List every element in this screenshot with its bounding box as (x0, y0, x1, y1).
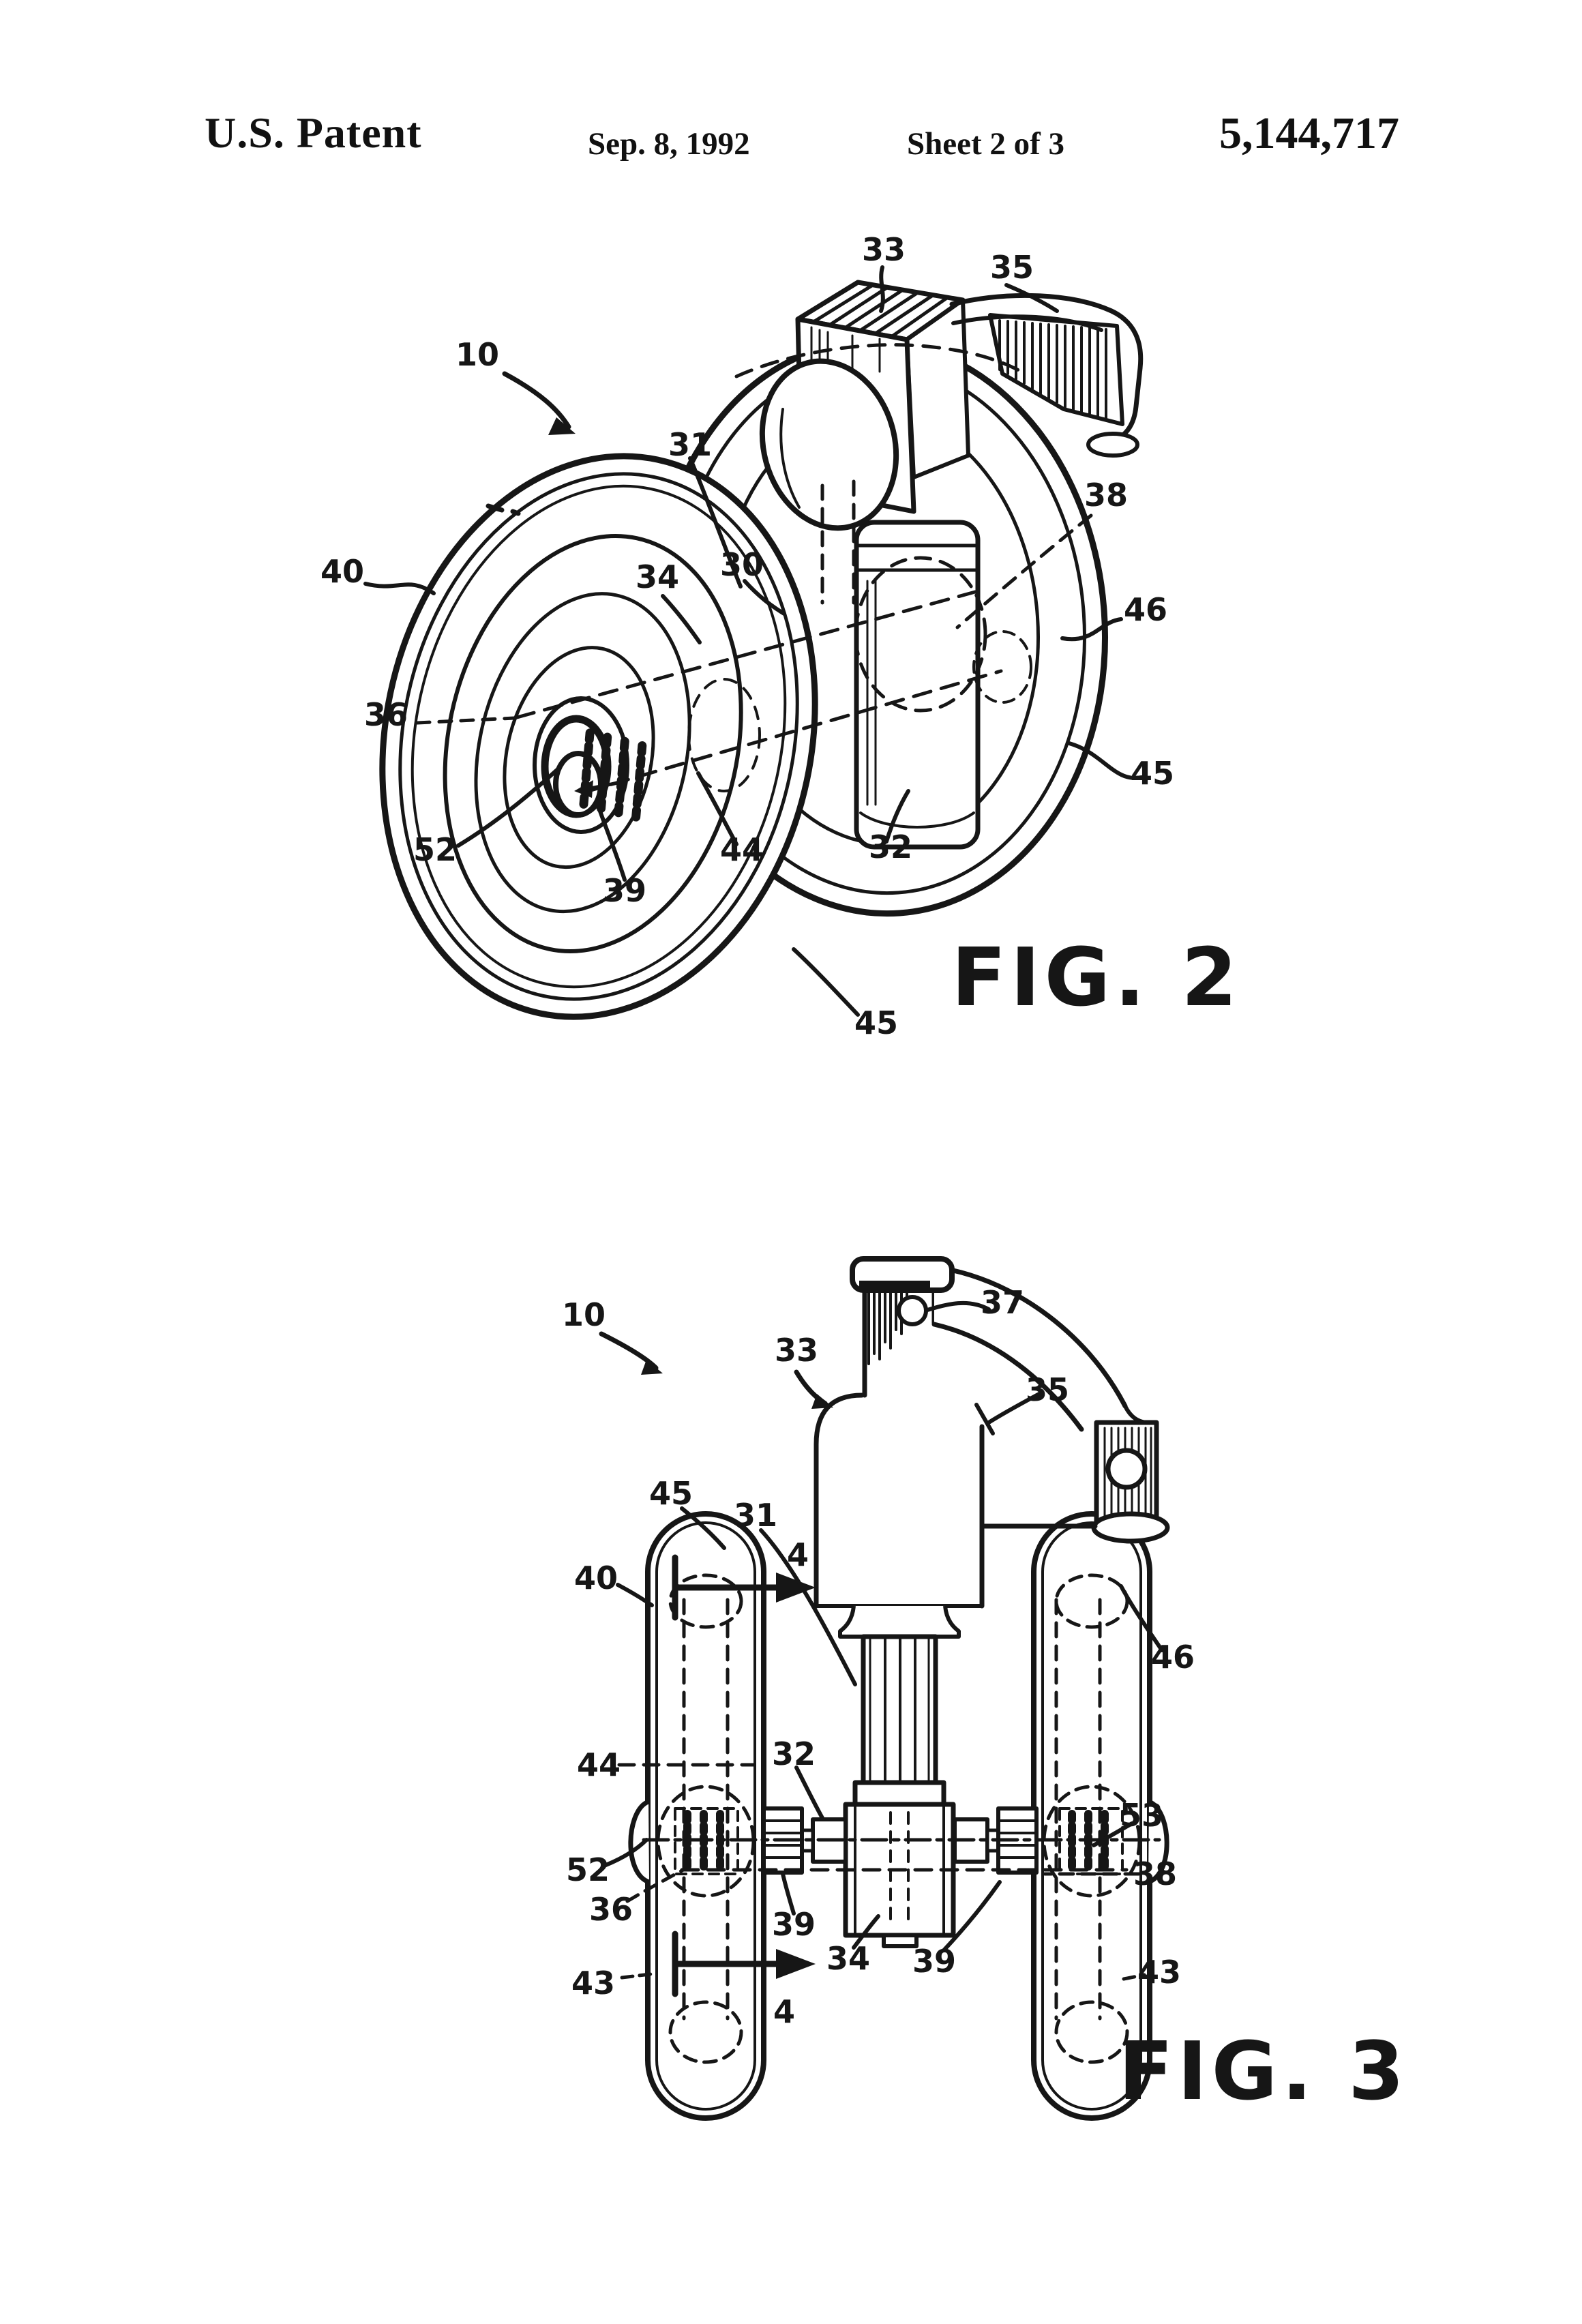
ref-numeral-34: 34 (826, 1940, 870, 1977)
ref-numeral-46: 46 (1124, 591, 1167, 628)
ref-numeral-45: 45 (854, 1004, 898, 1041)
fig3-stem-hole (897, 1295, 928, 1326)
ref-numeral-52: 52 (413, 831, 457, 868)
ref-numeral-4: 4 (773, 1993, 795, 2030)
ref-numeral-52: 52 (566, 1851, 610, 1888)
figure2-drawing: 10 33 35 31 38 40 34 30 46 36 45 52 44 32 39 45 FIG. 2 (320, 231, 1241, 1041)
ref-numeral-33: 33 (775, 1332, 818, 1369)
figure3-caption: FIG. 3 (1118, 2024, 1408, 2118)
figure2-leaders (363, 265, 1144, 1017)
patent-header-title: U.S. Patent (205, 108, 422, 157)
fig2-stem-hatch (811, 283, 950, 339)
ref-numeral-35: 35 (1026, 1371, 1069, 1408)
ref-numeral-34: 34 (636, 558, 679, 595)
ref-numeral-38: 38 (1133, 1856, 1177, 1892)
fig3-right-wheel (1031, 1511, 1169, 2121)
figure3-drawing: 10 33 37 35 45 31 40 4 46 44 32 53 52 38 36 39 34 39 43 43 4… (562, 1256, 1408, 2121)
patent-header-number: 5,144,717 (1219, 108, 1399, 158)
ref-numeral-37: 37 (981, 1284, 1024, 1321)
fig3-arm-inner-edge (931, 1322, 1084, 1432)
ref-numeral-46: 46 (1151, 1639, 1195, 1675)
ref-numeral-39: 39 (772, 1906, 816, 1943)
ref-numeral-32: 32 (772, 1735, 816, 1772)
ref-numeral-32: 32 (869, 829, 912, 865)
ref-numeral-30: 30 (720, 546, 764, 583)
ref-numeral-33: 33 (862, 231, 906, 268)
ref-numeral-36: 36 (364, 696, 408, 733)
fig2-spline-teeth (578, 728, 647, 826)
patent-header-sheet: Sheet 2 of 3 (907, 126, 1065, 162)
ref-numeral-31: 31 (734, 1497, 777, 1534)
ref-numeral-40: 40 (320, 553, 364, 590)
ref-numeral-39: 39 (912, 1943, 956, 1980)
figure3-labels: 10 33 37 35 45 31 40 4 46 44 32 53 52 38 36 39 34 39 43 43 4 (562, 1284, 1195, 2030)
ref-numeral-38: 38 (1084, 477, 1128, 513)
fig2-bracket-arm (949, 293, 1144, 458)
fig2-swivel-dome (759, 358, 899, 531)
ref-numeral-10: 10 (562, 1296, 606, 1333)
figure2-caption: FIG. 2 (951, 930, 1241, 1024)
ref-numeral-45: 45 (1131, 755, 1174, 792)
fig3-arm-outer-edge (931, 1264, 1128, 1409)
fig2-front-wheel (379, 453, 818, 1020)
ref-numeral-4: 4 (787, 1536, 809, 1573)
ref-numeral-43: 43 (571, 1965, 615, 2001)
ref-numeral-36: 36 (589, 1891, 633, 1928)
fig2-hidden-lines (415, 343, 1032, 794)
figure2-labels: 10 33 35 31 38 40 34 30 46 36 45 52 44 32 39 45 (320, 231, 1174, 1041)
fig3-arm-hole (1105, 1448, 1148, 1490)
fig2-swivel-housing (854, 520, 981, 850)
patent-header-date: Sep. 8, 1992 (588, 126, 750, 162)
ref-numeral-39: 39 (603, 872, 646, 909)
ref-numeral-31: 31 (668, 426, 712, 463)
ref-numeral-53: 53 (1120, 1797, 1163, 1834)
ref-numeral-43: 43 (1137, 1954, 1181, 1991)
fig3-arm-foot (1091, 1511, 1170, 1544)
figure3-leaders (599, 1300, 1164, 1981)
ref-numeral-44: 44 (720, 831, 764, 868)
fig3-center-assembly (642, 1256, 1170, 1948)
fig3-section-arrows (672, 1554, 816, 1997)
ref-numeral-40: 40 (574, 1560, 618, 1596)
ref-numeral-35: 35 (990, 249, 1034, 286)
ref-numeral-10: 10 (456, 336, 499, 373)
ref-numeral-45: 45 (649, 1475, 693, 1512)
ref-numeral-44: 44 (577, 1746, 621, 1783)
